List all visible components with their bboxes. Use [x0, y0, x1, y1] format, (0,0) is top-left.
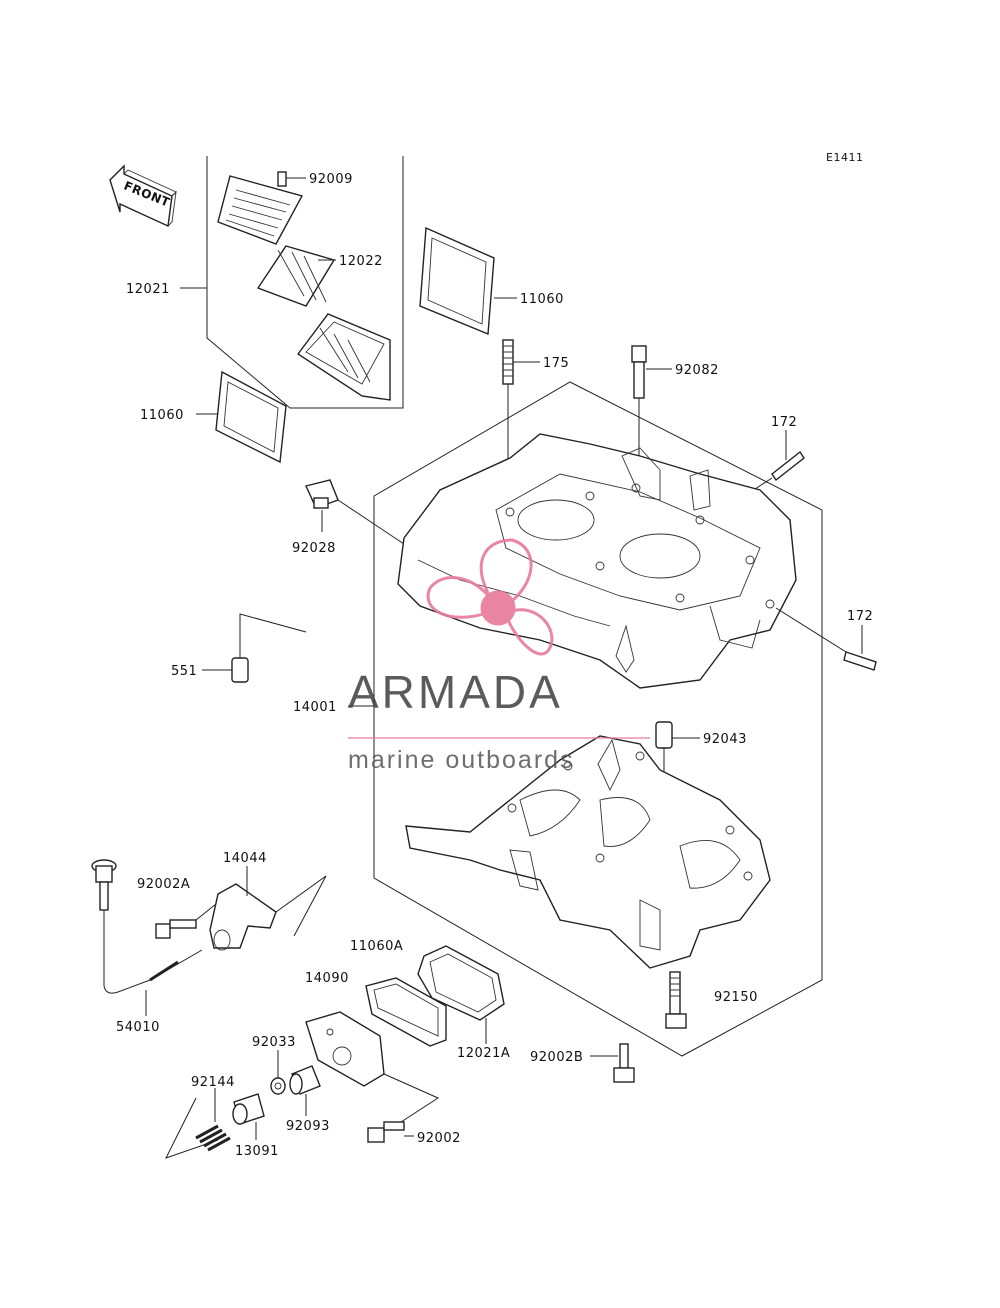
label-92082: 92082 — [675, 363, 719, 378]
cap-551-icon — [231, 657, 249, 683]
label-172-top: 172 — [771, 415, 797, 430]
bolt-92002A-icon — [155, 919, 197, 939]
crankcase-bracket — [373, 381, 823, 1057]
label-12021: 12021 — [126, 282, 170, 297]
label-92002B: 92002B — [530, 1050, 583, 1065]
stud-172-top-icon — [771, 450, 805, 482]
label-11060-left: 11060 — [140, 408, 184, 423]
cable-54010-icon — [91, 859, 203, 994]
label-92028: 92028 — [292, 541, 336, 556]
gasket-11060-top-icon — [419, 226, 495, 336]
bolt-92082-icon — [631, 345, 647, 399]
label-13091: 13091 — [235, 1144, 279, 1159]
plate-14090-icon — [365, 977, 447, 1047]
watermark-brand: ARMADA — [348, 666, 563, 718]
screw-92009-icon — [277, 171, 306, 187]
label-14001: 14001 — [293, 700, 337, 715]
lower-crankcase-icon — [405, 735, 771, 969]
label-12021A: 12021A — [457, 1046, 510, 1061]
label-14090: 14090 — [305, 971, 349, 986]
diagram-code: E1411 — [826, 151, 863, 164]
propeller-logo-icon — [426, 538, 554, 656]
label-12022: 12022 — [339, 254, 383, 269]
label-551: 551 — [171, 664, 197, 679]
label-14044: 14044 — [223, 851, 267, 866]
plug-92028-icon — [305, 479, 339, 509]
pin-13091-icon — [232, 1093, 265, 1125]
watermark-tagline: marine outboards — [348, 746, 575, 774]
gasket-11060A-icon — [417, 945, 505, 1021]
bolt-92150-icon — [665, 971, 687, 1029]
label-92009: 92009 — [309, 172, 353, 187]
pump-cover-icon — [305, 1011, 385, 1087]
cover-14044-icon — [209, 883, 277, 951]
label-92043: 92043 — [703, 732, 747, 747]
label-175: 175 — [543, 356, 569, 371]
label-11060A: 11060A — [350, 939, 403, 954]
bolt-92002-icon — [367, 1121, 405, 1143]
label-92002: 92002 — [417, 1131, 461, 1146]
stud-172-right-icon — [843, 651, 877, 671]
label-92033: 92033 — [252, 1035, 296, 1050]
upper-crankcase-icon — [397, 433, 797, 689]
label-92150: 92150 — [714, 990, 758, 1005]
stud-175-icon — [502, 339, 514, 385]
reed-stopper-plate-icon — [217, 175, 304, 245]
gasket-11060-left-icon — [215, 370, 287, 464]
collar-92093-icon — [289, 1065, 321, 1095]
reed-petals-icon — [256, 245, 336, 307]
nut-92033-icon — [270, 1077, 286, 1095]
label-92144: 92144 — [191, 1075, 235, 1090]
front-arrow-icon: FRONT — [109, 164, 177, 228]
reed-valve-kit-bracket — [180, 156, 404, 409]
reed-block-icon — [296, 313, 391, 401]
spring-92144-icon — [195, 1124, 231, 1152]
armada-watermark: ARMADA marine outboards — [348, 538, 650, 774]
bolt-92002B-icon — [613, 1043, 635, 1083]
label-11060-top: 11060 — [520, 292, 564, 307]
label-54010: 54010 — [116, 1020, 160, 1035]
label-92002A: 92002A — [137, 877, 190, 892]
dowel-92043-icon — [655, 721, 673, 749]
label-172-right: 172 — [847, 609, 873, 624]
label-92093: 92093 — [286, 1119, 330, 1134]
